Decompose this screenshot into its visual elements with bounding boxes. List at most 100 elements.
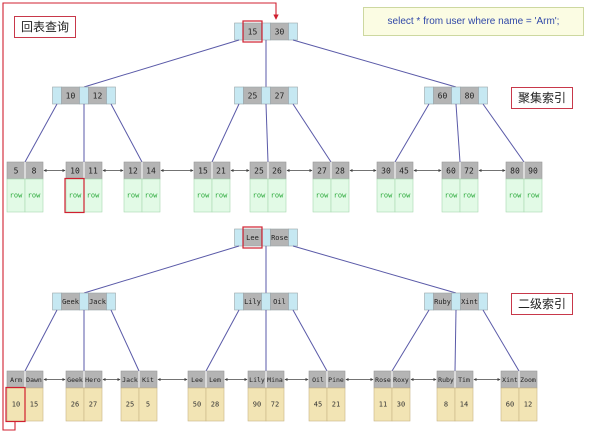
clustered-root-edge (292, 39, 457, 88)
clustered-internal-edge (482, 103, 525, 163)
clustered-internal-edge (292, 103, 332, 163)
primary-key-cell (454, 387, 474, 422)
primary-key-label: 30 (397, 401, 405, 409)
leaf-key-label: Kit (142, 376, 154, 384)
row-cell (24, 178, 44, 213)
primary-key-label: 11 (379, 401, 387, 409)
key-label: 12 (93, 92, 103, 101)
leaf-key-label: Dawn (26, 376, 42, 384)
pointer-cell (234, 22, 244, 41)
row-label: row (509, 192, 522, 200)
primary-key-label: 15 (30, 401, 38, 409)
highlight-primary-key-10 (5, 386, 26, 423)
pointer-cell (234, 292, 244, 311)
primary-key-label: 25 (126, 401, 134, 409)
leaf-key-label: Tim (458, 376, 470, 384)
leaf-key-label: Arm (10, 376, 22, 384)
key-label: 10 (66, 92, 76, 101)
leaf-key-label: Pine (328, 376, 344, 384)
primary-key-cell (265, 387, 285, 422)
pointer-cell (288, 228, 298, 247)
key-label: 30 (275, 28, 285, 37)
leaf-key-label: 28 (335, 167, 345, 176)
leaf-key-label: Xint (502, 376, 518, 384)
primary-key-label: 72 (271, 401, 279, 409)
leaf-key-label: 12 (128, 167, 138, 176)
row-cell (211, 178, 231, 213)
lookup-path-arrow (2, 2, 279, 431)
secondary-root-edge (292, 245, 457, 294)
secondary-internal-edge (110, 309, 140, 372)
pointer-cell (261, 22, 271, 41)
leaf-key-label: 11 (88, 167, 98, 176)
primary-key-label: 10 (12, 401, 20, 409)
secondary-root-edge (83, 245, 240, 294)
row-cell (141, 178, 161, 213)
leaf-key-label: Lem (209, 376, 221, 384)
row-label: row (445, 192, 458, 200)
leaf-key-label: Mina (267, 376, 283, 384)
key-label: Rose (271, 234, 288, 242)
row-label: row (10, 192, 23, 200)
clustered-index-label: 聚集索引 (511, 87, 574, 109)
primary-key-label: 14 (460, 401, 468, 409)
primary-key-label: 8 (444, 401, 448, 409)
clustered-internal-edge (24, 103, 58, 163)
pointer-cell (52, 292, 62, 311)
key-label: 60 (438, 92, 448, 101)
primary-key-label: 12 (524, 401, 532, 409)
pointer-cell (288, 22, 298, 41)
secondary-internal-edge (292, 309, 328, 372)
highlight-secondary-root-key (242, 226, 263, 249)
pointer-cell (261, 292, 271, 311)
key-label: 80 (465, 92, 475, 101)
clustered-root-edge (83, 39, 240, 88)
pointer-cell (234, 86, 244, 105)
clustered-internal-edge (211, 103, 240, 163)
highlight-clustered-root-key (242, 20, 263, 43)
row-label: row (197, 192, 210, 200)
row-cell (330, 178, 350, 213)
key-label: Oil (273, 298, 286, 306)
pointer-cell (106, 292, 116, 311)
leaf-key-label: 8 (32, 167, 37, 176)
primary-key-cell (83, 387, 103, 422)
clustered-internal-edge (110, 103, 143, 163)
pointer-cell (261, 228, 271, 247)
leaf-key-label: 90 (528, 167, 538, 176)
pointer-cell (79, 86, 89, 105)
pointer-cell (52, 86, 62, 105)
leaf-key-label: 45 (399, 167, 409, 176)
sql-query: select * from user where name = 'Arm'; (363, 7, 584, 36)
secondary-internal-edge (391, 309, 430, 372)
leaf-key-label: Lee (191, 376, 203, 384)
leaf-key-label: 10 (70, 167, 80, 176)
key-label: Geek (62, 298, 80, 306)
lookup-label: 回表查询 (14, 16, 77, 38)
leaf-key-label: Oil (312, 376, 324, 384)
row-label: row (463, 192, 476, 200)
primary-key-label: 28 (211, 401, 219, 409)
primary-key-cell (326, 387, 346, 422)
pointer-cell (451, 86, 461, 105)
row-cell (523, 178, 543, 213)
primary-key-label: 60 (506, 401, 514, 409)
leaf-key-label: Ruby (438, 376, 454, 384)
row-cell (459, 178, 479, 213)
row-cell (394, 178, 414, 213)
key-label: Lee (246, 234, 259, 242)
leaf-key-label: Rose (375, 376, 391, 384)
primary-key-label: 26 (71, 401, 79, 409)
pointer-cell (288, 292, 298, 311)
pointer-cell (106, 86, 116, 105)
leaf-key-label: 30 (381, 167, 391, 176)
pointer-cell (288, 86, 298, 105)
clustered-internal-edge (455, 103, 461, 163)
row-label: row (271, 192, 284, 200)
pointer-cell (424, 86, 434, 105)
row-label: row (127, 192, 140, 200)
pointer-cell (261, 86, 271, 105)
leaf-key-label: 21 (216, 167, 226, 176)
